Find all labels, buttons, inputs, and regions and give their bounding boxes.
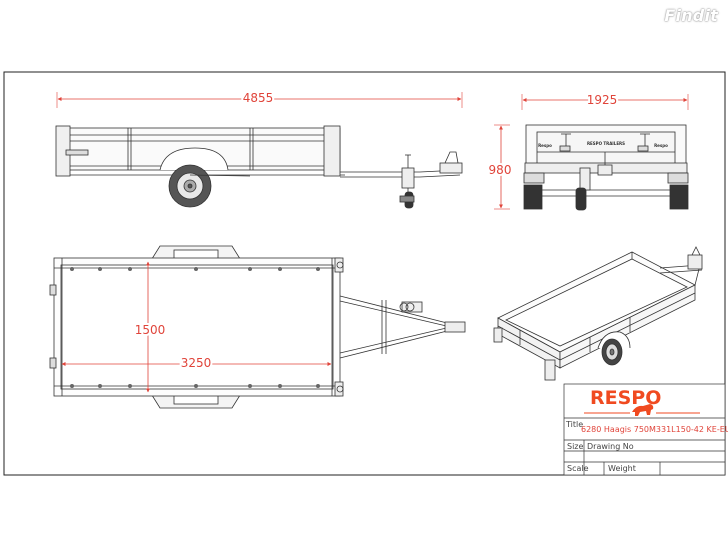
dimension-width-label: 1925: [587, 93, 618, 107]
dimension-width: 1925: [521, 91, 689, 110]
dimension-height: 980: [487, 124, 513, 210]
isometric-wheel: [601, 338, 623, 366]
weight-label: Weight: [608, 464, 636, 473]
side-view: [55, 125, 463, 209]
dimension-length: 4855: [56, 89, 463, 108]
top-view-bolts: [70, 267, 320, 388]
dimension-bed-width: 1500: [133, 261, 167, 393]
scale-label: Scale: [567, 464, 589, 473]
title-value: 6280 Haagis 750M331L150-42 KE-EU1-: [581, 425, 728, 434]
dimension-bed-width-label: 1500: [135, 323, 166, 337]
respo-logo-animal-icon: [632, 404, 654, 416]
isometric-view: [493, 246, 703, 381]
respo-logo-text: RESPO: [590, 387, 661, 409]
front-brand-left: Respo: [538, 143, 552, 148]
front-view: [523, 124, 689, 211]
dimension-height-label: 980: [489, 163, 512, 177]
drawing-frame: [3, 71, 726, 476]
dimension-bed-length: 3250: [61, 354, 332, 372]
front-plate-label: RESPO TRAILERS: [587, 141, 625, 146]
drawing-no-label: Drawing No: [587, 442, 634, 451]
title-label: Title: [565, 420, 583, 429]
title-block: [563, 383, 726, 476]
size-label: Size: [567, 442, 584, 451]
front-brand-right: Respo: [654, 143, 668, 148]
dimension-length-label: 4855: [243, 91, 274, 105]
top-view: [49, 245, 466, 409]
findit-watermark: Findit: [664, 6, 718, 25]
dimension-bed-length-label: 3250: [181, 356, 212, 370]
